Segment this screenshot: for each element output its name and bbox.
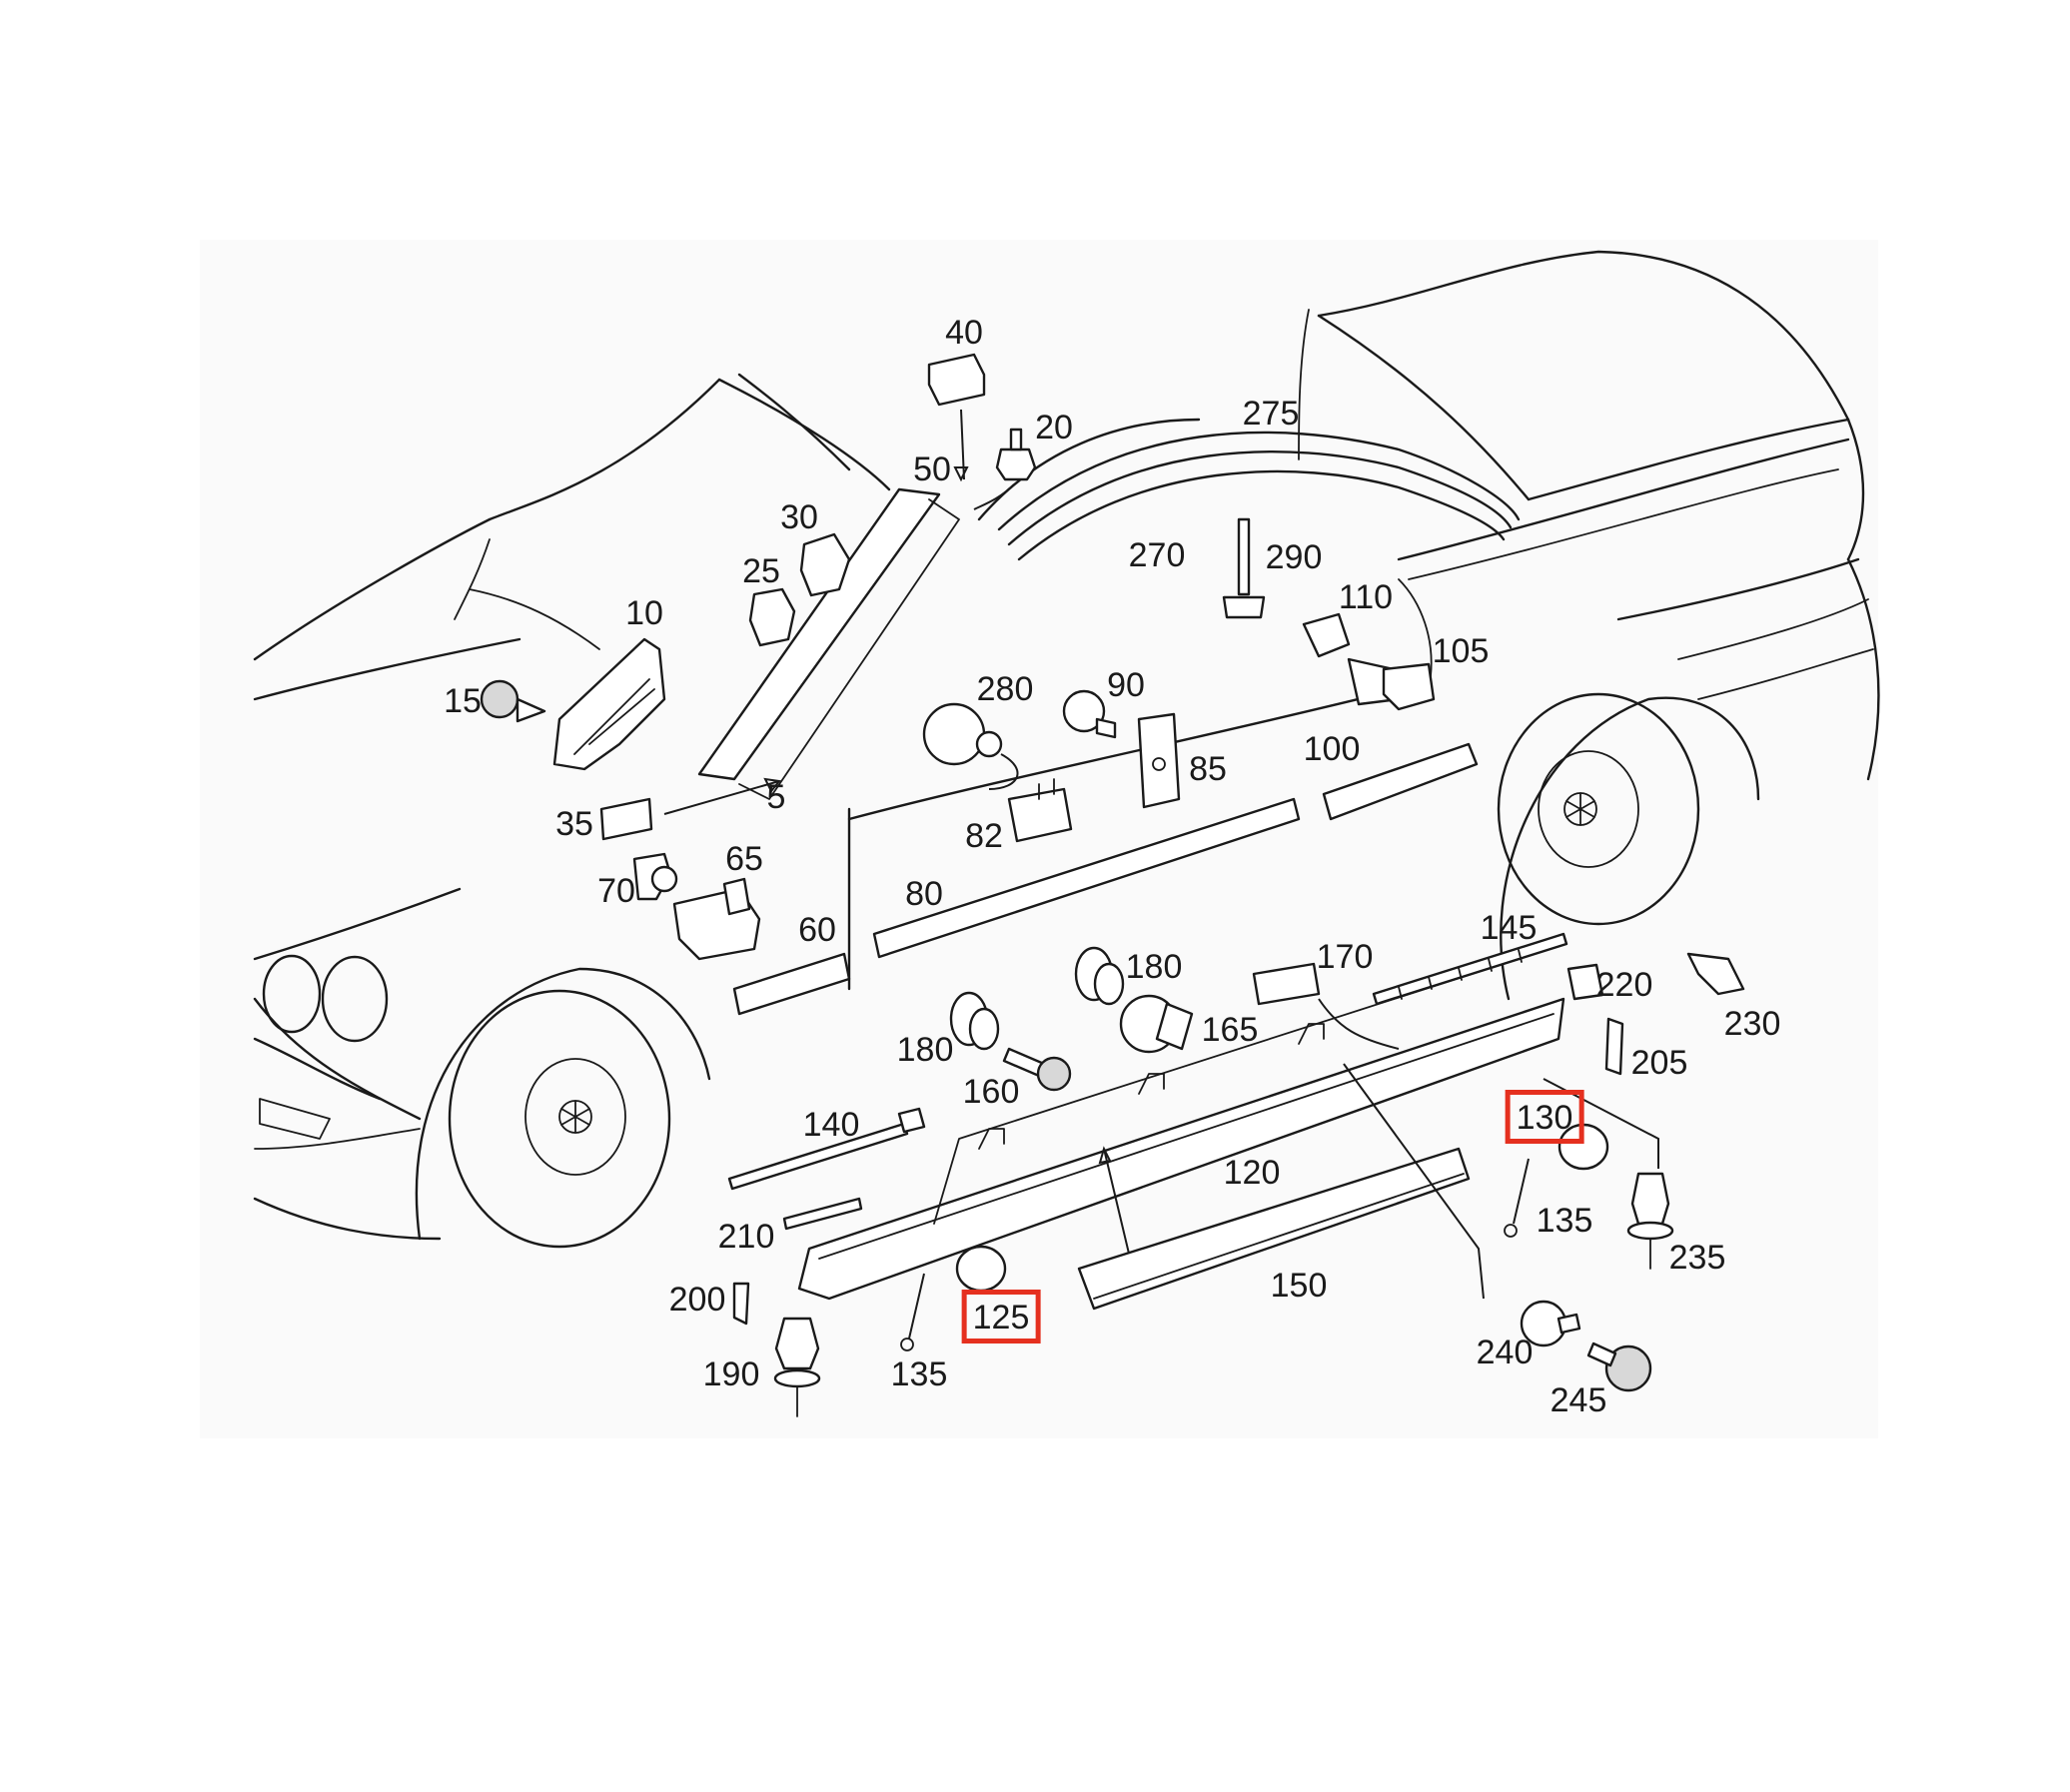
callout-80: 80 [905,875,943,913]
callout-205: 205 [1630,1044,1688,1082]
callout-90: 90 [1107,666,1145,704]
callout-270: 270 [1128,536,1186,574]
callout-165: 165 [1201,1011,1259,1049]
callout-170: 170 [1316,938,1374,976]
callout-60: 60 [798,911,836,949]
parts [480,353,1745,1417]
callout-135: 135 [1536,1202,1593,1240]
callout-180-b: 180 [896,1031,954,1069]
diagram-panel [200,240,1878,1438]
callout-20: 20 [1035,409,1073,447]
callout-140: 140 [802,1106,860,1144]
callout-5: 5 [766,778,786,816]
callout-145: 145 [1480,909,1538,947]
callout-30: 30 [780,498,818,536]
callout-280: 280 [976,670,1034,708]
callout-190: 190 [702,1355,760,1393]
car-body-outline [253,250,1880,1249]
callout-82: 82 [965,817,1003,855]
callout-240: 240 [1476,1334,1534,1371]
callout-160: 160 [962,1073,1020,1111]
callout-110: 110 [1338,578,1394,616]
callout-120: 120 [1223,1154,1281,1192]
callout-150: 150 [1270,1267,1328,1305]
callout-50: 50 [913,450,951,488]
callout-35: 35 [555,805,593,843]
callout-125: 125 [961,1290,1041,1344]
callout-230: 230 [1723,1005,1781,1043]
callout-15: 15 [444,682,482,720]
callout-85: 85 [1189,750,1227,788]
callout-70: 70 [597,872,635,910]
callout-130: 130 [1505,1090,1584,1144]
callout-65: 65 [725,840,763,878]
callout-10: 10 [625,594,663,632]
callout-235: 235 [1668,1239,1726,1277]
callout-25: 25 [742,552,780,590]
callout-105: 105 [1432,632,1490,670]
callout-200: 200 [668,1281,726,1319]
callout-100: 100 [1303,730,1361,768]
callout-245: 245 [1550,1381,1607,1419]
callout-275: 275 [1242,395,1300,433]
callout-210: 210 [717,1218,775,1256]
callout-135-b: 135 [890,1355,948,1393]
callout-180: 180 [1125,948,1183,986]
callout-220: 220 [1595,966,1653,1004]
callout-290: 290 [1265,538,1323,576]
callout-40: 40 [945,314,983,352]
